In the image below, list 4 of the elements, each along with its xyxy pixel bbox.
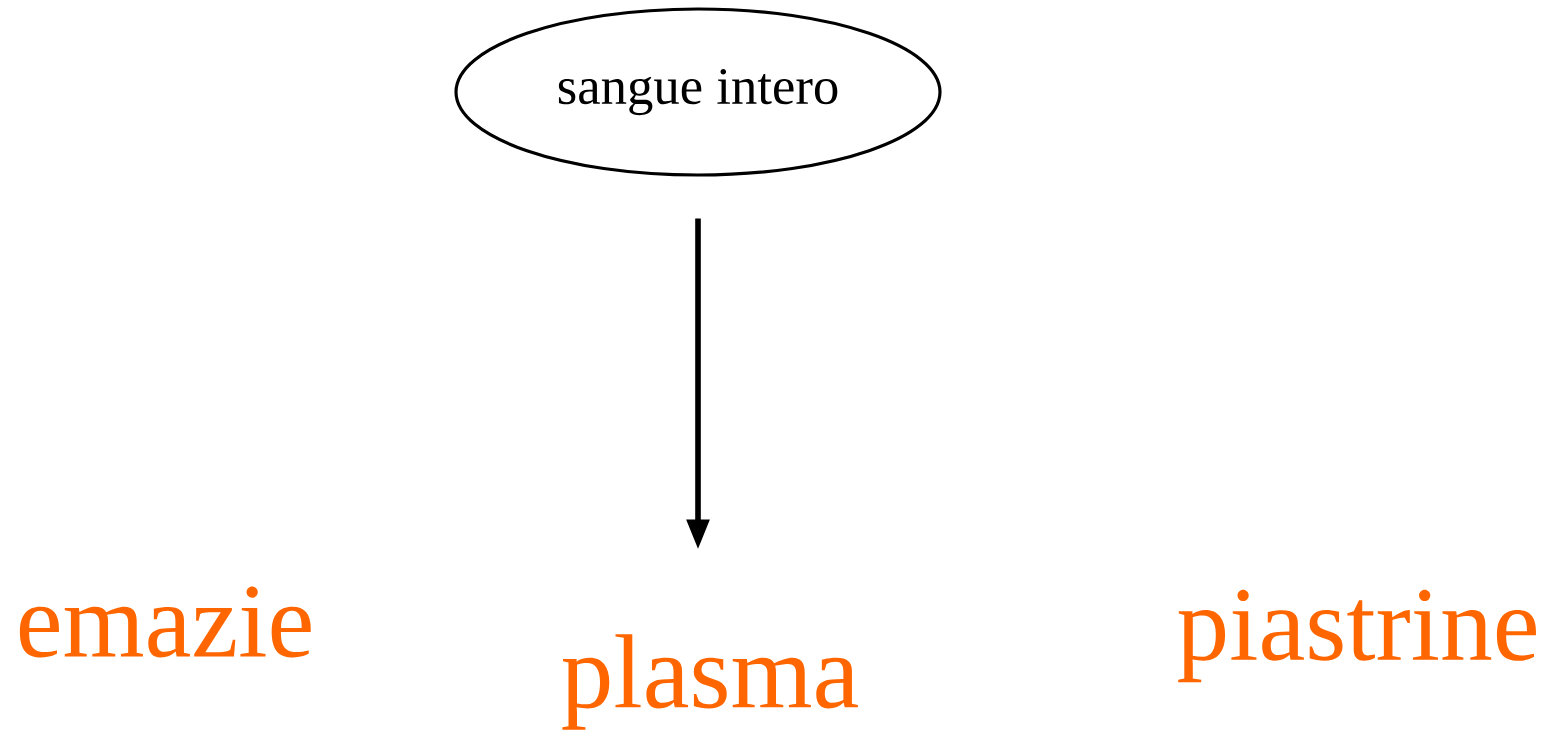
node-label: emazie [19,586,311,658]
node-label: plasma [562,634,858,730]
node-label: piastrine [1178,589,1536,683]
ellipse-node: sangue intero [454,7,942,177]
